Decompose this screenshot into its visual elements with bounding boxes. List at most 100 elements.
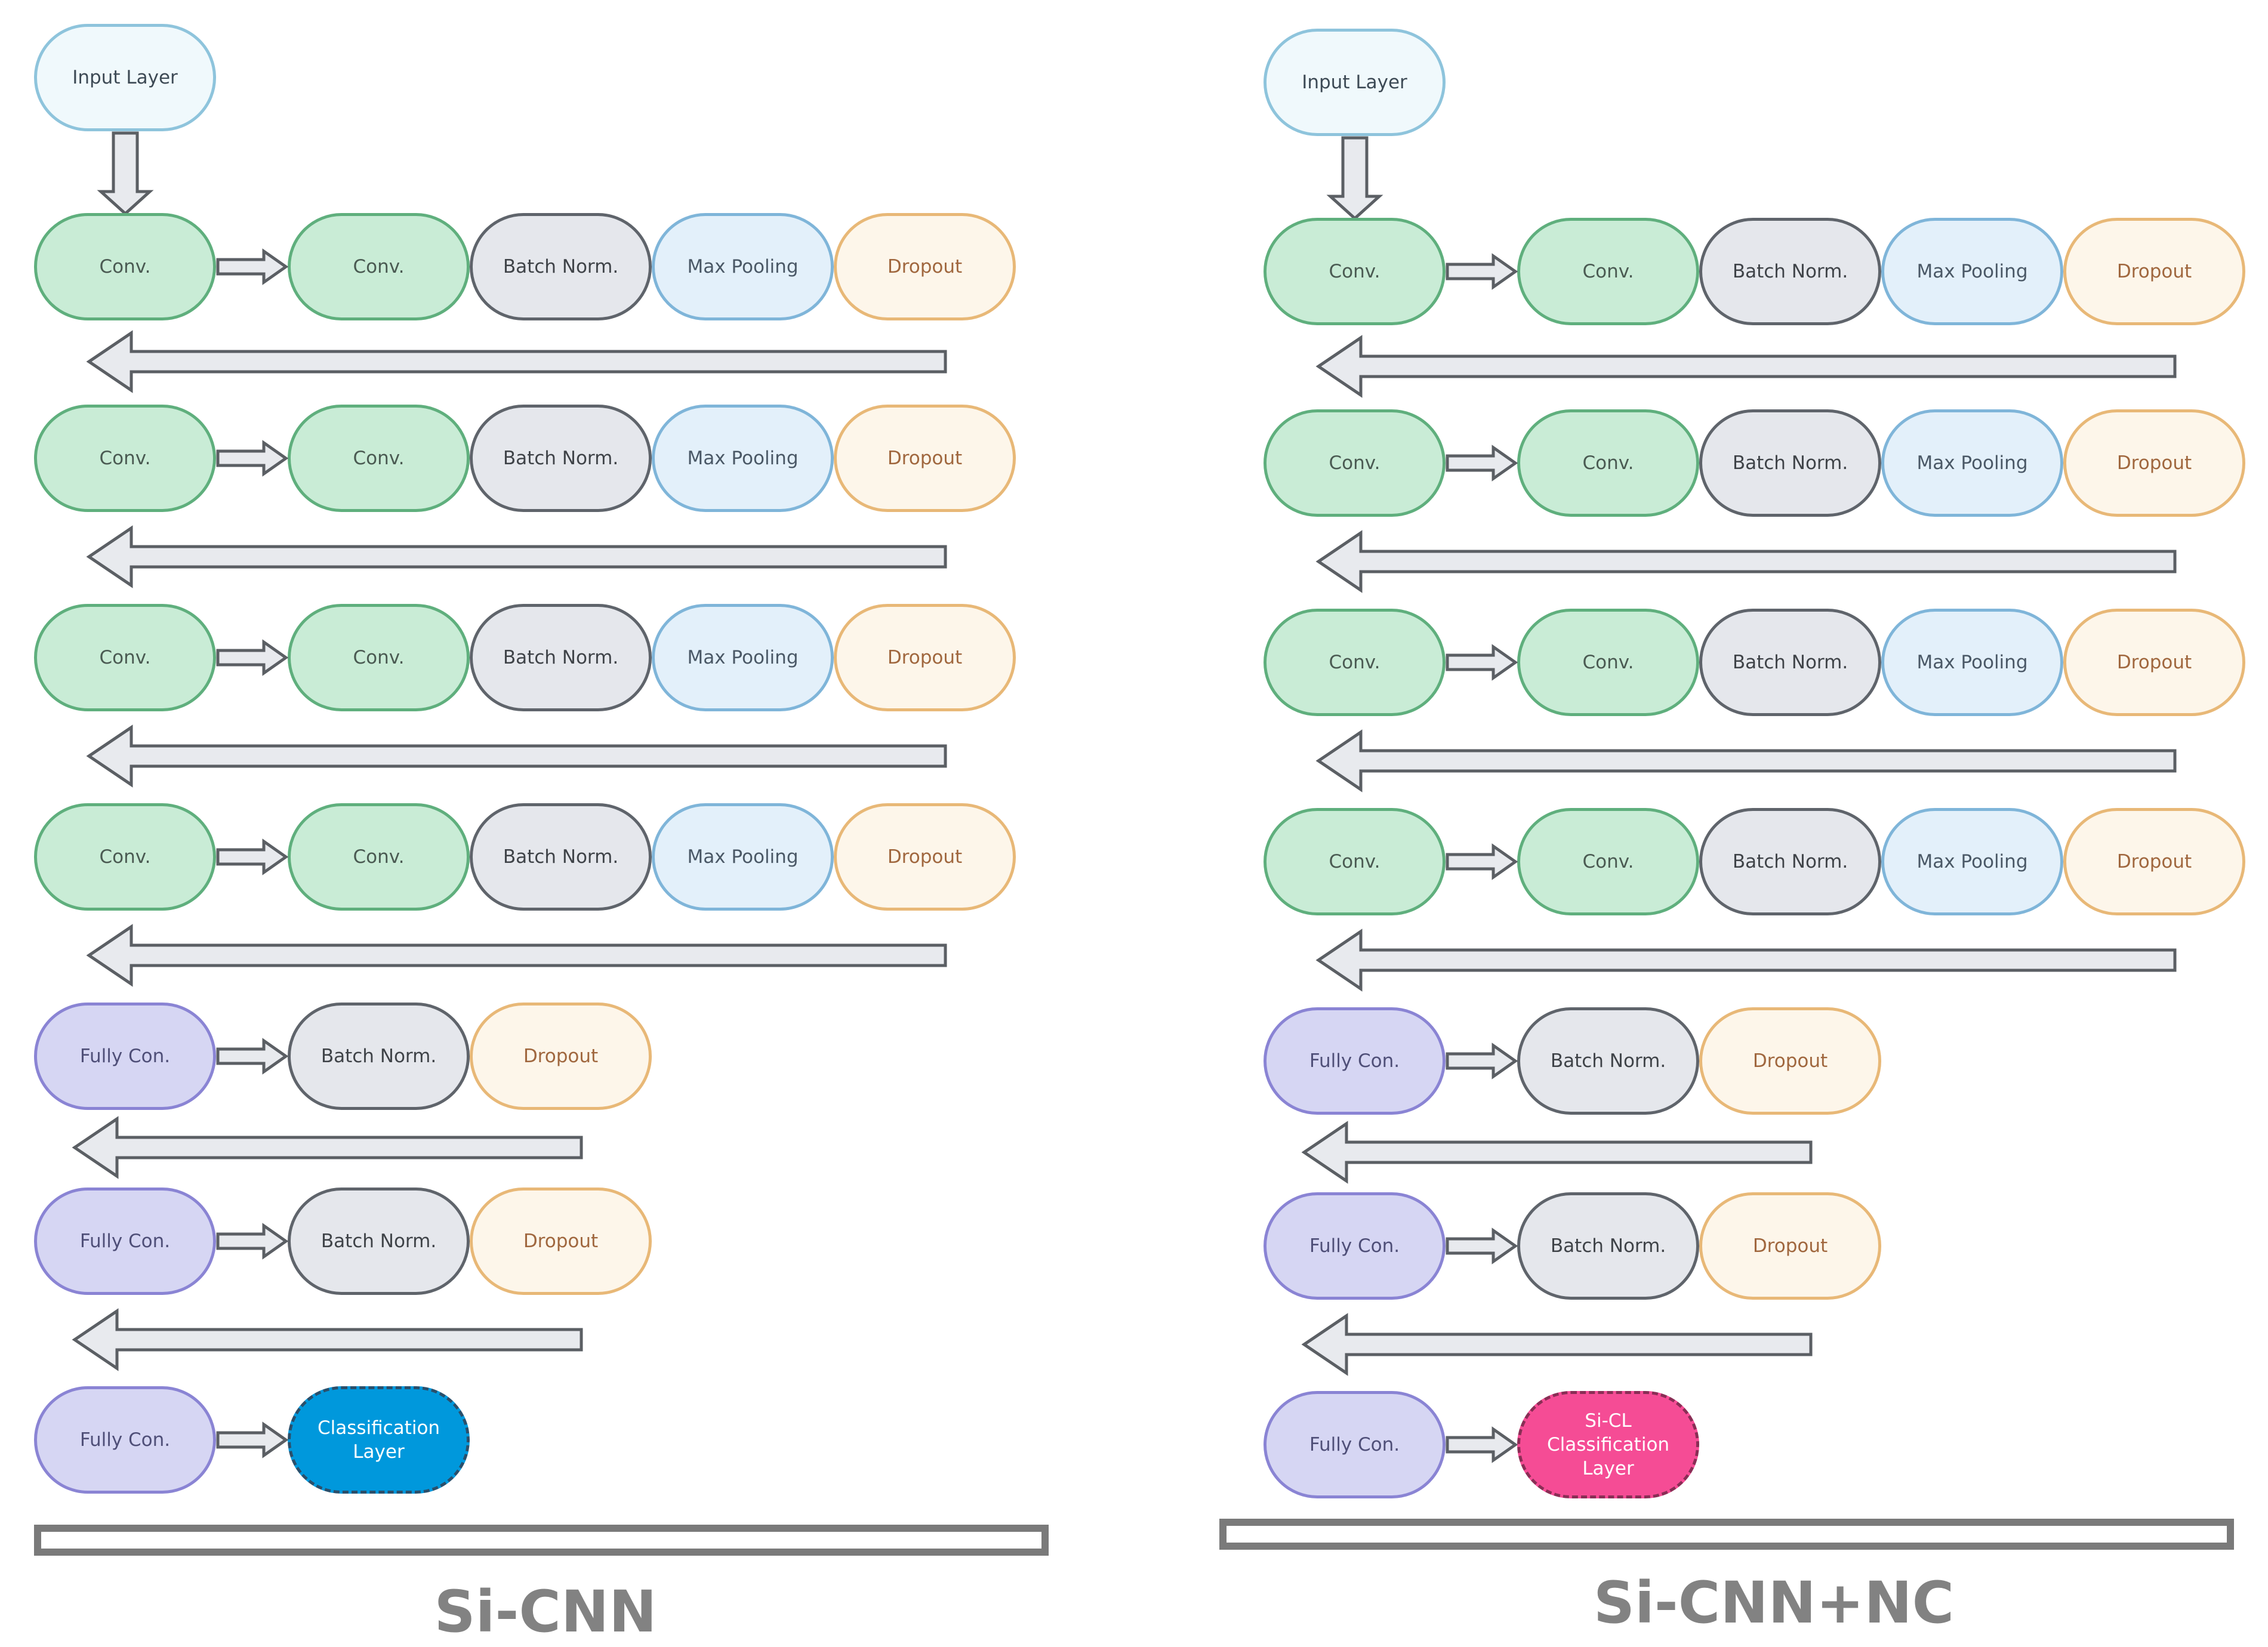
node-label: Conv. — [1582, 260, 1634, 282]
return-arrow-left — [1301, 1121, 1813, 1184]
batch-norm-node: Batch Norm. — [1517, 1192, 1699, 1300]
dropout-node: Dropout — [834, 213, 1016, 320]
node-label: Batch Norm. — [1732, 260, 1848, 282]
return-arrow-left — [86, 329, 947, 393]
batch-norm-node: Batch Norm. — [470, 604, 652, 711]
node-label: Dropout — [2116, 260, 2192, 282]
node-label: Conv. — [353, 255, 405, 277]
fully-connected-node: Fully Con. — [1264, 1391, 1446, 1498]
max-pooling-node: Max Pooling — [1881, 609, 2063, 716]
batch-norm-node: Batch Norm. — [470, 405, 652, 512]
dropout-node: Dropout — [2063, 609, 2245, 716]
batch-norm-node: Batch Norm. — [1517, 1007, 1699, 1115]
conv-node: Conv. — [34, 604, 216, 711]
return-arrow-left — [1315, 729, 2177, 792]
flow-arrow-right — [216, 440, 289, 477]
return-arrow-left — [72, 1307, 583, 1371]
flow-arrow-right — [1446, 1227, 1518, 1264]
node-label: Conv. — [353, 846, 405, 868]
conv-node: Conv. — [1264, 808, 1446, 915]
dropout-node: Dropout — [834, 405, 1016, 512]
max-pooling-node: Max Pooling — [652, 803, 834, 911]
flow-arrow-down — [1326, 136, 1383, 221]
batch-norm-node: Batch Norm. — [1699, 218, 1881, 325]
node-label: Fully Con. — [79, 1429, 171, 1451]
return-arrow-left — [86, 724, 947, 788]
batch-norm-node: Batch Norm. — [288, 1003, 470, 1110]
max-pooling-node: Max Pooling — [1881, 409, 2063, 517]
conv-node: Conv. — [288, 213, 470, 320]
node-label: Si-CL Classification Layer — [1546, 1409, 1670, 1480]
node-label: Max Pooling — [687, 447, 799, 469]
conv-node: Conv. — [34, 803, 216, 911]
node-label: Input Layer — [1302, 71, 1407, 93]
node-label: Dropout — [887, 255, 963, 277]
fully-connected-node: Fully Con. — [1264, 1192, 1446, 1300]
node-label: Conv. — [1329, 260, 1380, 282]
node-label: Classification Layer — [317, 1417, 440, 1463]
dropout-node: Dropout — [1699, 1007, 1881, 1115]
node-label: Batch Norm. — [1550, 1050, 1666, 1072]
return-arrow-left — [86, 525, 947, 588]
dropout-node: Dropout — [1699, 1192, 1881, 1300]
dropout-node: Dropout — [2063, 218, 2245, 325]
node-label: Max Pooling — [1916, 651, 2028, 673]
flow-arrow-down — [96, 131, 154, 216]
conv-node: Conv. — [1517, 218, 1699, 325]
node-label: Conv. — [1329, 452, 1380, 474]
dropout-node: Dropout — [2063, 409, 2245, 517]
input-layer-node: Input Layer — [1264, 29, 1446, 136]
node-label: Max Pooling — [687, 846, 799, 868]
node-label: Conv. — [353, 646, 405, 668]
max-pooling-node: Max Pooling — [652, 604, 834, 711]
conv-node: Conv. — [1264, 609, 1446, 716]
flow-arrow-right — [1446, 644, 1518, 681]
node-label: Fully Con. — [1309, 1433, 1400, 1455]
return-arrow-left — [1301, 1312, 1813, 1376]
node-label: Fully Con. — [1309, 1050, 1400, 1072]
node-label: Fully Con. — [79, 1230, 171, 1252]
node-label: Max Pooling — [1916, 452, 2028, 474]
node-label: Dropout — [1752, 1050, 1828, 1072]
batch-norm-node: Batch Norm. — [470, 803, 652, 911]
node-label: Batch Norm. — [321, 1230, 437, 1252]
node-label: Dropout — [1752, 1235, 1828, 1257]
flow-arrow-right — [1446, 843, 1518, 880]
node-label: Batch Norm. — [503, 255, 619, 277]
max-pooling-node: Max Pooling — [652, 405, 834, 512]
node-label: Batch Norm. — [1732, 651, 1848, 673]
conv-node: Conv. — [1517, 808, 1699, 915]
max-pooling-node: Max Pooling — [1881, 218, 2063, 325]
batch-norm-node: Batch Norm. — [470, 213, 652, 320]
node-label: Max Pooling — [687, 646, 799, 668]
conv-node: Conv. — [1517, 409, 1699, 517]
si-cl-classification-layer-node: Si-CL Classification Layer — [1517, 1391, 1699, 1498]
flow-arrow-right — [216, 1223, 289, 1260]
node-label: Fully Con. — [79, 1045, 171, 1067]
fully-connected-node: Fully Con. — [34, 1386, 216, 1494]
conv-node: Conv. — [1264, 218, 1446, 325]
node-label: Batch Norm. — [503, 447, 619, 469]
node-label: Dropout — [887, 646, 963, 668]
conv-node: Conv. — [34, 213, 216, 320]
batch-norm-node: Batch Norm. — [288, 1188, 470, 1295]
flow-arrow-right — [216, 1421, 289, 1458]
node-label: Conv. — [99, 646, 151, 668]
node-label: Batch Norm. — [1550, 1235, 1666, 1257]
batch-norm-node: Batch Norm. — [1699, 409, 1881, 517]
conv-node: Conv. — [288, 604, 470, 711]
node-label: Batch Norm. — [503, 846, 619, 868]
flow-arrow-right — [216, 838, 289, 875]
fully-connected-node: Fully Con. — [34, 1003, 216, 1110]
conv-node: Conv. — [288, 803, 470, 911]
return-arrow-left — [86, 924, 947, 987]
dropout-node: Dropout — [470, 1003, 652, 1110]
flow-arrow-right — [216, 248, 289, 285]
dropout-node: Dropout — [2063, 808, 2245, 915]
node-label: Conv. — [353, 447, 405, 469]
node-label: Batch Norm. — [321, 1045, 437, 1067]
conv-node: Conv. — [34, 405, 216, 512]
node-label: Max Pooling — [1916, 260, 2028, 282]
node-label: Batch Norm. — [1732, 452, 1848, 474]
